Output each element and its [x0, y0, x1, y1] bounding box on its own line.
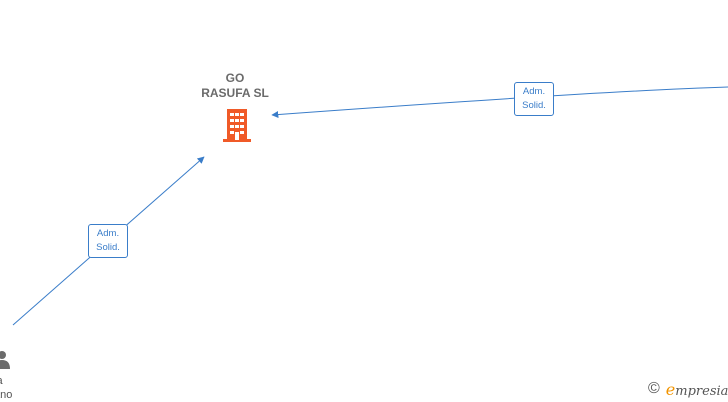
brand-name: empresia: [666, 380, 728, 399]
company-name-line2: RASUFA SL: [201, 86, 269, 100]
relation-label-left[interactable]: Adm. Solid.: [88, 224, 128, 258]
relation-label-line1: Adm.: [522, 86, 546, 97]
relation-label-line2: Solid.: [96, 242, 120, 253]
company-name[interactable]: GO RASUFA SL: [180, 71, 290, 101]
person-name-line2: ano: [0, 389, 13, 401]
company-name-line1: GO: [225, 71, 245, 85]
brand-watermark: © empresia: [648, 378, 728, 400]
copyright-icon: ©: [648, 380, 660, 397]
brand-name-rest: mpresia: [675, 383, 728, 399]
building-icon[interactable]: [221, 107, 253, 148]
edge-to-company-from-right: [271, 86, 728, 119]
person-icon[interactable]: [0, 350, 10, 375]
relation-label-line2: Solid.: [522, 100, 546, 111]
person-name-line1: ia: [0, 374, 24, 388]
relation-label-right[interactable]: Adm. Solid.: [514, 82, 554, 116]
brand-initial: e: [665, 379, 676, 399]
relation-label-line1: Adm.: [96, 228, 120, 239]
person-name[interactable]: ia ano: [0, 374, 24, 402]
